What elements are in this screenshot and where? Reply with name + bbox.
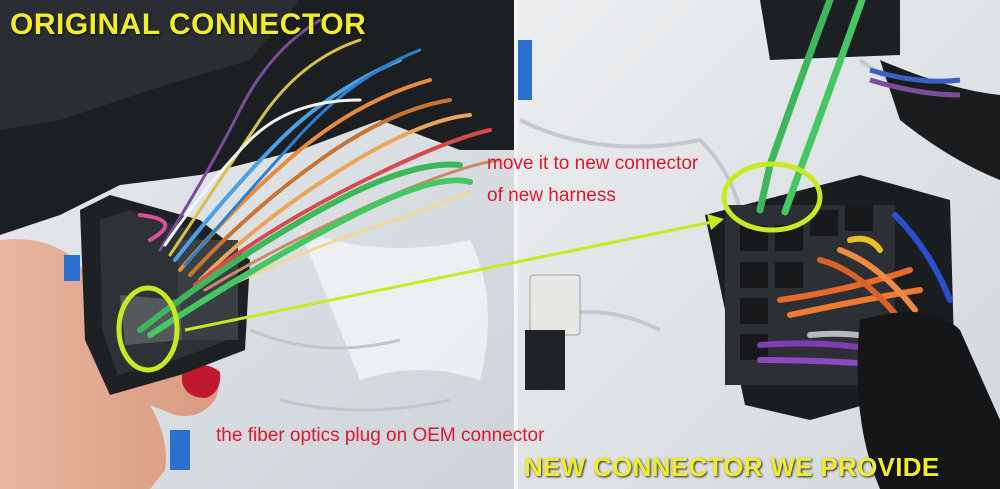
connector-arrow-head: [707, 214, 724, 230]
left-photo-panel: [0, 0, 516, 489]
new-connector-caption: NEW CONNECTOR WE PROVIDE: [524, 452, 940, 482]
move-instruction-line-1: move it to new connector: [487, 153, 699, 174]
fiber-optic-wires-right: [756, 0, 866, 216]
fingernail: [182, 364, 221, 398]
wire-bundle: [138, 18, 502, 297]
fiber-optics-caption: the fiber optics plug on OEM connector: [216, 425, 545, 446]
highlight-circle-new: [721, 161, 823, 233]
right-photo-panel: [518, 0, 1000, 489]
connector-arrow-line: [184, 220, 713, 332]
original-connector-caption: ORIGINAL CONNECTOR: [10, 8, 367, 41]
fiber-optic-wires-left: [137, 161, 473, 338]
highlight-circle-original: [116, 285, 180, 373]
move-instruction-line-2: of new harness: [487, 185, 616, 206]
